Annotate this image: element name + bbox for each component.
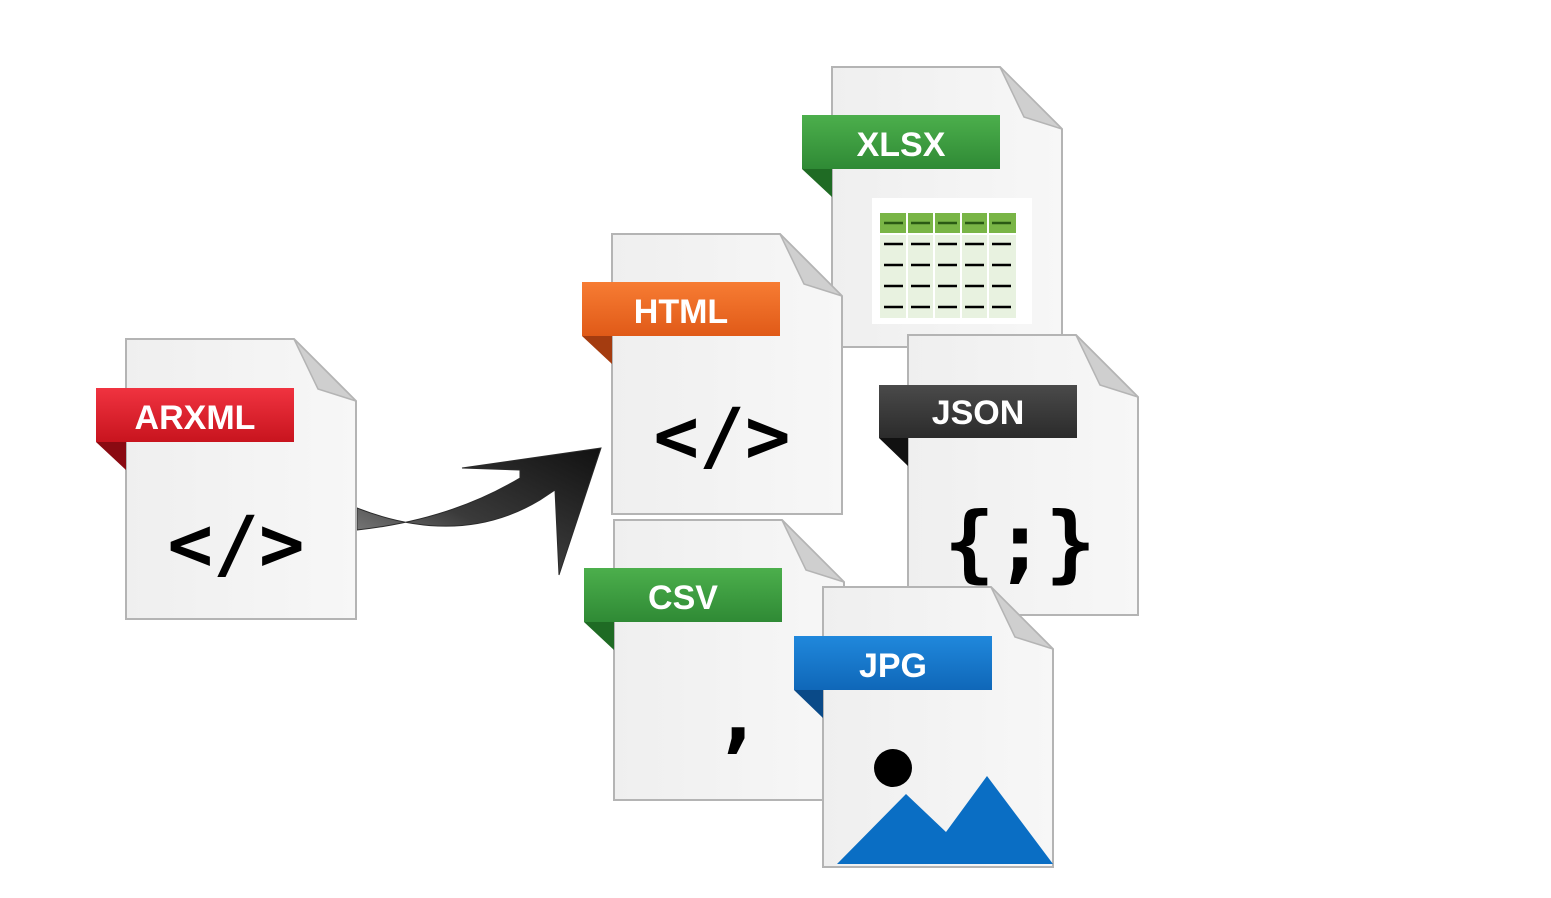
file-csv: CSV ,	[584, 519, 845, 801]
arxml-label: ARXML	[135, 399, 256, 437]
jpg-label: JPG	[859, 647, 927, 685]
csv-label: CSV	[648, 579, 718, 617]
spreadsheet-icon	[872, 198, 1032, 324]
code-icon: </>	[653, 391, 790, 480]
braces-icon: {;}	[944, 494, 1096, 592]
file-json: JSON {;}	[879, 334, 1139, 616]
comma-icon: ,	[713, 664, 764, 762]
file-xlsx: XLSX	[802, 66, 1063, 348]
file-jpg: JPG	[794, 586, 1054, 868]
json-label: JSON	[932, 394, 1025, 432]
file-arxml: ARXML </>	[96, 338, 357, 620]
xlsx-label: XLSX	[857, 126, 946, 164]
image-icon	[837, 749, 1053, 864]
code-icon: </>	[167, 499, 304, 588]
file-html: HTML </>	[582, 233, 843, 515]
html-label: HTML	[634, 293, 728, 331]
curved-arrow-icon	[356, 447, 602, 576]
